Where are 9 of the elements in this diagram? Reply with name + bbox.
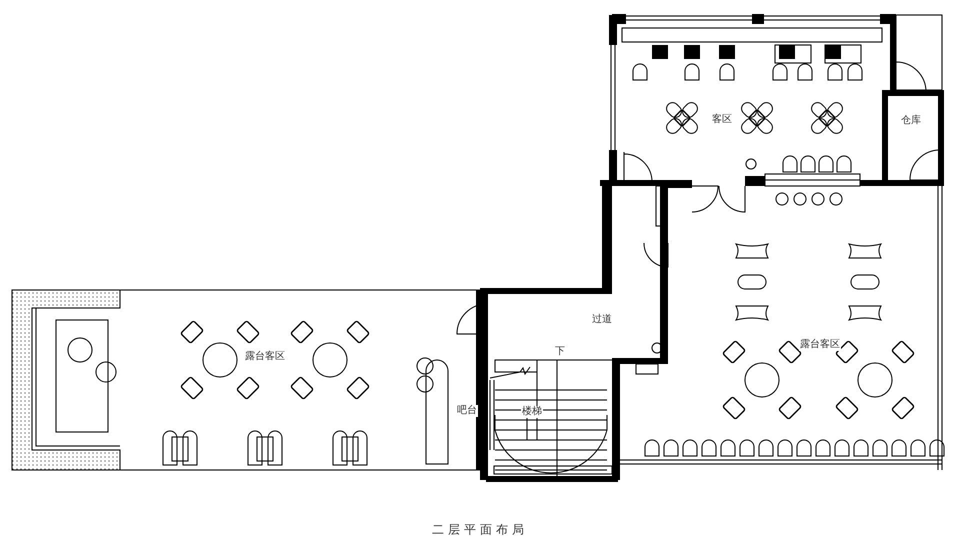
direction-label: 下: [554, 346, 566, 358]
room-label: 仓库: [900, 115, 922, 127]
room-label: 露台客区: [244, 351, 286, 363]
room-label: 楼梯: [521, 406, 543, 418]
room-label: 客区: [711, 114, 733, 126]
room-label: 过道: [591, 314, 613, 326]
room-label: 吧台: [456, 405, 478, 417]
room-label: 露台客区: [799, 339, 841, 351]
caption: 二层平面布局: [432, 522, 528, 538]
